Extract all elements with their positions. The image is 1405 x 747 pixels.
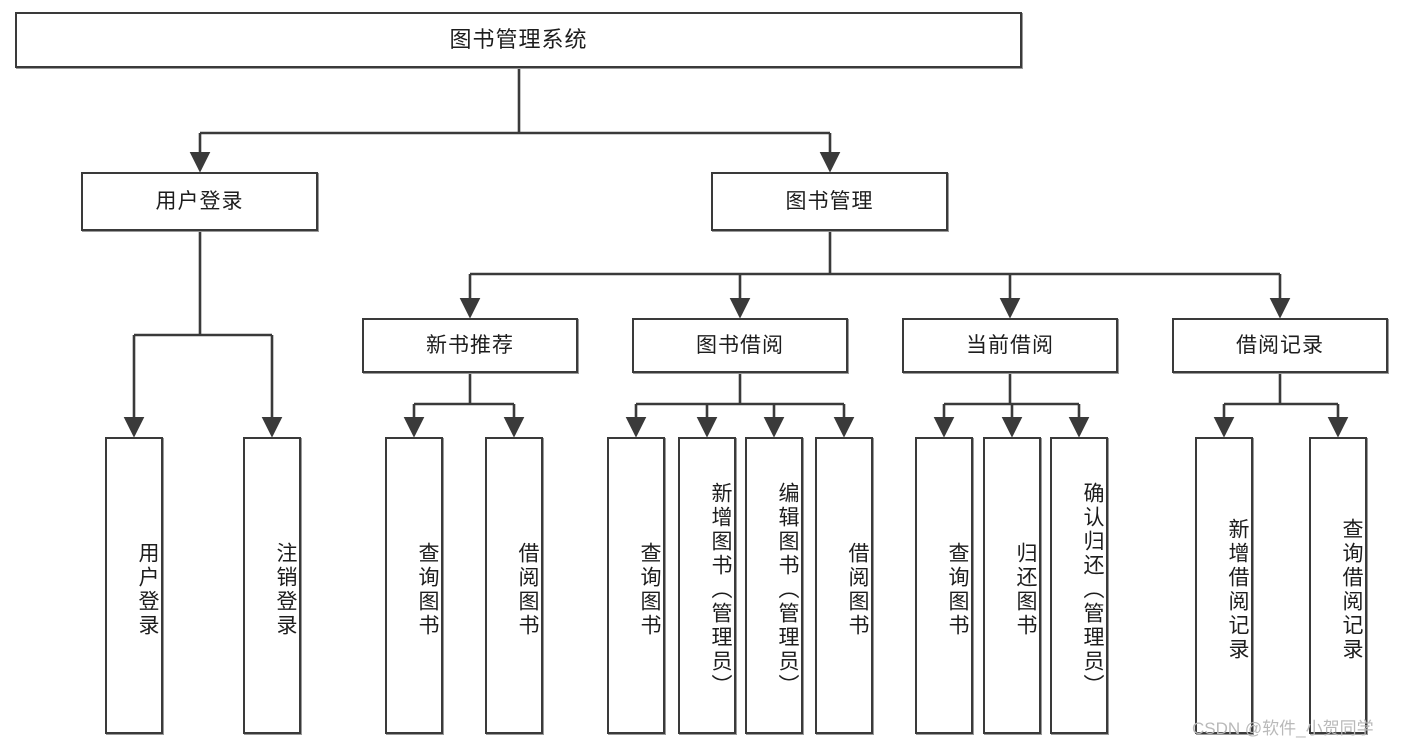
- leaf-query-book-3[interactable]: 查询图书: [915, 437, 973, 734]
- node-user-login[interactable]: 用户登录: [81, 172, 318, 231]
- leaf-confirm-return[interactable]: 确认归还（管理员）: [1050, 437, 1108, 734]
- leaf-label: 注销登录: [274, 541, 297, 638]
- edge-currentborrow-to-leaves: [933, 373, 1090, 438]
- edge-bookborrow-to-leaves: [625, 373, 855, 438]
- leaf-label: 借阅图书: [516, 541, 539, 638]
- csdn-watermark: CSDN @软件_小贺同学: [1192, 719, 1374, 738]
- leaf-query-book-2[interactable]: 查询图书: [607, 437, 665, 734]
- leaf-label: 编辑图书（管理员）: [776, 481, 799, 698]
- leaf-label: 借阅图书: [846, 541, 869, 638]
- leaf-label: 新增图书（管理员）: [709, 481, 732, 698]
- leaf-label: 用户登录: [136, 541, 159, 638]
- leaf-label: 确认归还（管理员）: [1081, 481, 1104, 698]
- edge-borrowrecord-to-leaves: [1213, 373, 1349, 438]
- leaf-query-record[interactable]: 查询借阅记录: [1309, 437, 1367, 734]
- leaf-borrow-book-2[interactable]: 借阅图书: [815, 437, 873, 734]
- leaf-label: 查询图书: [416, 541, 439, 638]
- leaf-label: 新增借阅记录: [1226, 517, 1249, 662]
- leaf-add-record[interactable]: 新增借阅记录: [1195, 437, 1253, 734]
- leaf-query-book-1[interactable]: 查询图书: [385, 437, 443, 734]
- leaf-borrow-book-1[interactable]: 借阅图书: [485, 437, 543, 734]
- leaf-label: 归还图书: [1014, 541, 1037, 638]
- node-root[interactable]: 图书管理系统: [15, 12, 1022, 68]
- leaf-return-book[interactable]: 归还图书: [983, 437, 1041, 734]
- leaf-label: 查询借阅记录: [1340, 517, 1363, 662]
- leaf-add-book[interactable]: 新增图书（管理员）: [678, 437, 736, 734]
- leaf-label: 查询图书: [946, 541, 969, 638]
- leaf-logout[interactable]: 注销登录: [243, 437, 301, 734]
- node-new-book-rec[interactable]: 新书推荐: [362, 318, 578, 373]
- node-book-borrow[interactable]: 图书借阅: [632, 318, 848, 373]
- leaf-user-login[interactable]: 用户登录: [105, 437, 163, 734]
- edge-root-to-level2: [189, 68, 841, 173]
- edge-userlogin-to-leaves: [123, 231, 283, 438]
- node-book-manage[interactable]: 图书管理: [711, 172, 948, 231]
- node-current-borrow[interactable]: 当前借阅: [902, 318, 1118, 373]
- leaf-label: 查询图书: [638, 541, 661, 638]
- edge-bookmanage-to-level3: [459, 231, 1291, 319]
- leaf-edit-book[interactable]: 编辑图书（管理员）: [745, 437, 803, 734]
- node-borrow-record[interactable]: 借阅记录: [1172, 318, 1388, 373]
- edge-newbook-to-leaves: [403, 373, 525, 438]
